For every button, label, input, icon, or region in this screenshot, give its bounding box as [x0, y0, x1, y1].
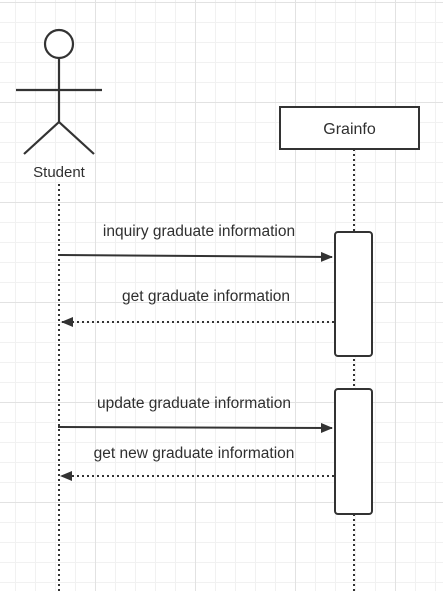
actor-right-leg [58, 121, 95, 155]
message-label: inquiry graduate information [103, 223, 295, 240]
actor-label: Student [33, 164, 86, 181]
message-arrow [59, 251, 333, 262]
actor-left-leg [23, 121, 60, 155]
message-label: get graduate information [122, 288, 290, 305]
message-4[interactable]: get new graduate information [60, 445, 334, 481]
actor-student[interactable]: Student [16, 28, 102, 181]
object-box [279, 106, 420, 150]
message-arrow [57, 422, 333, 433]
message-1[interactable]: inquiry graduate information [59, 223, 333, 262]
message-2[interactable]: get graduate information [61, 288, 334, 327]
message-3[interactable]: update graduate information [57, 395, 333, 433]
activation-box-1 [334, 231, 373, 357]
activation-box-2 [334, 388, 373, 515]
object-grainfo[interactable]: Grainfo [279, 106, 420, 150]
message-label: get new graduate information [94, 445, 295, 462]
object-label: Grainfo [323, 121, 376, 138]
message-label: update graduate information [97, 395, 291, 412]
actor-head [43, 28, 75, 60]
